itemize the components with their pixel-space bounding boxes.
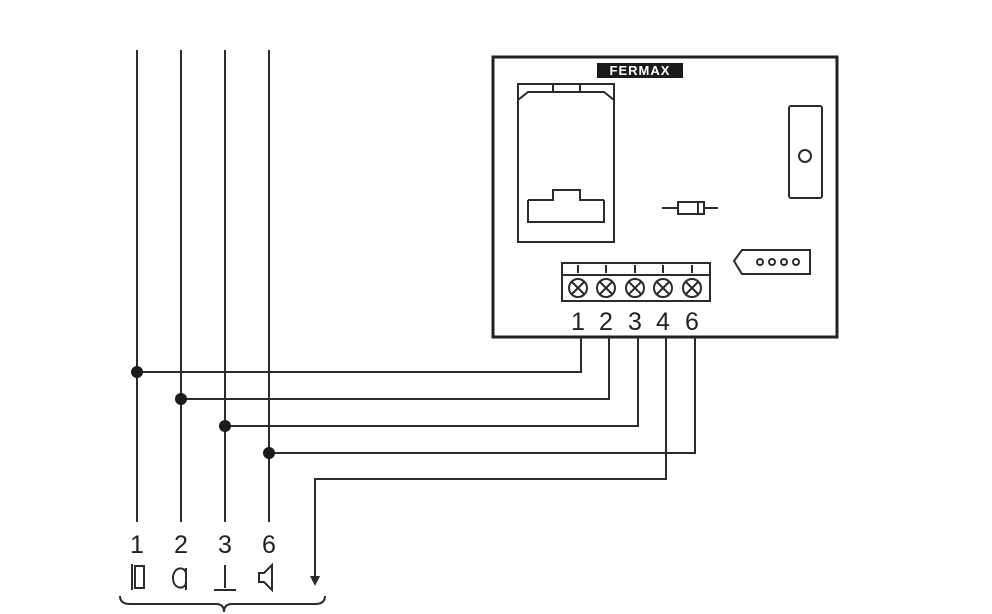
terminal-screws bbox=[568, 265, 702, 298]
terminal-label: 4 bbox=[656, 308, 670, 336]
speaker-icon bbox=[258, 562, 273, 593]
terminal-label: 1 bbox=[571, 308, 585, 336]
wire-terminal-4 bbox=[314, 337, 667, 580]
wiring bbox=[131, 50, 696, 586]
brand-text: FERMAX bbox=[610, 63, 671, 78]
terminal-label: 3 bbox=[628, 308, 642, 336]
terminal-screw-icon bbox=[625, 265, 645, 298]
card-slot bbox=[517, 83, 615, 243]
bus-symbols bbox=[131, 562, 273, 593]
junction-dot bbox=[219, 420, 231, 432]
bus-labels: 1 2 3 6 bbox=[130, 531, 276, 559]
terminal-block bbox=[561, 262, 711, 302]
arrow-icon bbox=[310, 576, 320, 586]
bus-bracket bbox=[119, 595, 326, 613]
four-pin-connector bbox=[732, 249, 811, 275]
bus-label: 6 bbox=[262, 531, 276, 559]
terminal-screw-icon bbox=[568, 265, 588, 298]
bus-label: 3 bbox=[218, 531, 232, 559]
junction-dot bbox=[131, 366, 143, 378]
brand-logo: FERMAX bbox=[597, 63, 683, 78]
button-icon bbox=[131, 564, 145, 590]
terminal-label: 6 bbox=[685, 308, 699, 336]
wire-terminal-3 bbox=[225, 337, 639, 427]
resistor-icon bbox=[662, 201, 718, 215]
module-outline bbox=[491, 55, 839, 339]
bus-label: 2 bbox=[174, 531, 188, 559]
wire-terminal-6 bbox=[269, 337, 696, 454]
terminal-screw-icon bbox=[682, 265, 702, 298]
wire-terminal-1 bbox=[137, 337, 582, 373]
bell-icon bbox=[171, 567, 187, 590]
junction-dot bbox=[263, 447, 275, 459]
junction-dot bbox=[175, 393, 187, 405]
terminal-label: 2 bbox=[599, 308, 613, 336]
wire-terminal-2 bbox=[181, 337, 610, 400]
ground-icon bbox=[214, 565, 236, 591]
terminal-screw-icon bbox=[653, 265, 673, 298]
terminal-screw-icon bbox=[596, 265, 616, 298]
adjustment-trimmer bbox=[788, 105, 823, 199]
door-panel-module: FERMAX bbox=[491, 55, 839, 339]
bus-label: 1 bbox=[130, 531, 144, 559]
